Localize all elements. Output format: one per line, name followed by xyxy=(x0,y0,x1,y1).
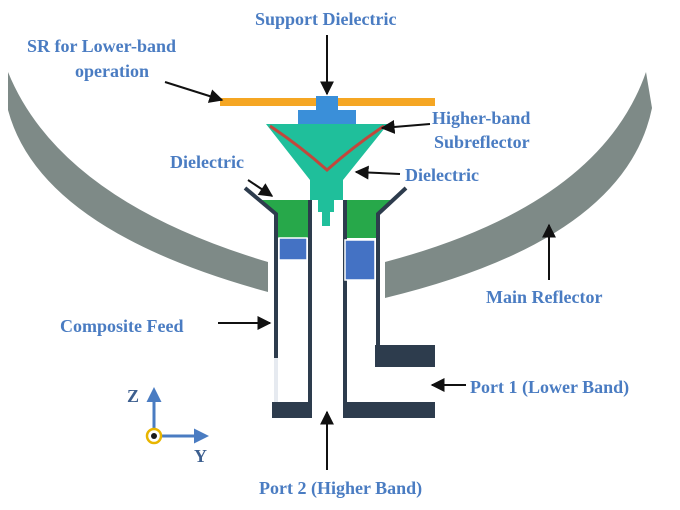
label-sr-lower-band-line2: operation xyxy=(75,61,149,81)
feed-outer-wall-right xyxy=(376,186,408,345)
label-composite-feed: Composite Feed xyxy=(60,316,184,336)
port2-flange-left xyxy=(272,402,312,418)
feed-outer-wall-left xyxy=(243,186,278,358)
arrow-higher-band-subreflector xyxy=(380,119,431,134)
label-sr-lower-band-line1: SR for Lower-band xyxy=(27,36,177,56)
cone-dielectric-tip xyxy=(322,212,330,226)
port2-flange-right xyxy=(343,402,435,418)
support-dielectric-block xyxy=(298,96,356,124)
port1-flange xyxy=(375,345,435,367)
cone-dielectric xyxy=(266,124,388,200)
feed-block-left xyxy=(278,237,308,261)
label-port1: Port 1 (Lower Band) xyxy=(470,377,630,397)
arrow-sr-lower-band xyxy=(164,81,224,103)
axis-label-y: Y xyxy=(194,446,207,466)
feed-dielectric-left xyxy=(262,200,310,238)
label-support-dielectric: Support Dielectric xyxy=(255,9,397,29)
label-higher-band-sub-line1: Higher-band xyxy=(432,108,531,128)
label-dielectric-left: Dielectric xyxy=(170,152,244,172)
arrow-dielectric-left xyxy=(247,179,274,197)
feed-block-right xyxy=(344,239,376,281)
main-reflector-right xyxy=(385,72,652,298)
main-reflector-left xyxy=(8,72,268,292)
cone-dielectric-stem xyxy=(318,200,334,212)
higher-band-subreflector-curve xyxy=(269,124,385,173)
axis-label-z: Z xyxy=(127,386,140,406)
label-main-reflector: Main Reflector xyxy=(486,287,603,307)
arrow-dielectric-right xyxy=(354,165,401,180)
label-higher-band-sub-line2: Subreflector xyxy=(434,132,530,152)
label-dielectric-right: Dielectric xyxy=(405,165,479,185)
label-port2: Port 2 (Higher Band) xyxy=(259,478,423,498)
